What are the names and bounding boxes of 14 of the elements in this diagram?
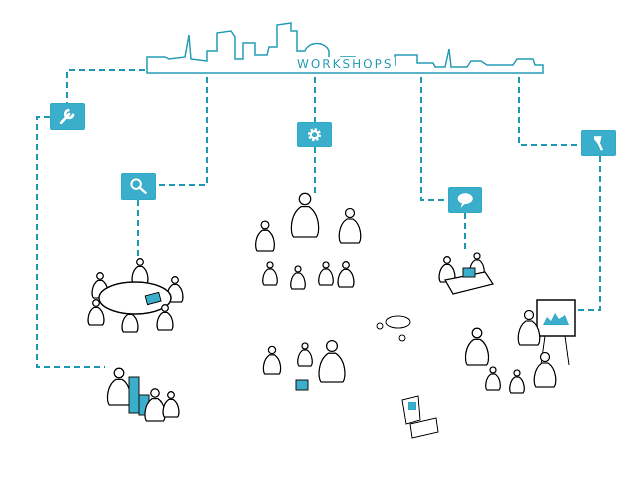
connector-line (137, 200, 139, 258)
connector-line (66, 69, 145, 103)
icon-tile (448, 187, 482, 213)
connector-line (314, 147, 316, 195)
connector-line (464, 213, 466, 250)
connector-line (577, 156, 601, 311)
connector-line (314, 77, 316, 122)
icon-tile (121, 173, 156, 200)
banner-title: WORKSHOPS (295, 57, 396, 71)
connector-line (156, 77, 208, 186)
icon-tile (581, 130, 616, 156)
connector-line (36, 116, 105, 368)
icon-tile (297, 122, 332, 147)
icon-tile (50, 103, 85, 130)
